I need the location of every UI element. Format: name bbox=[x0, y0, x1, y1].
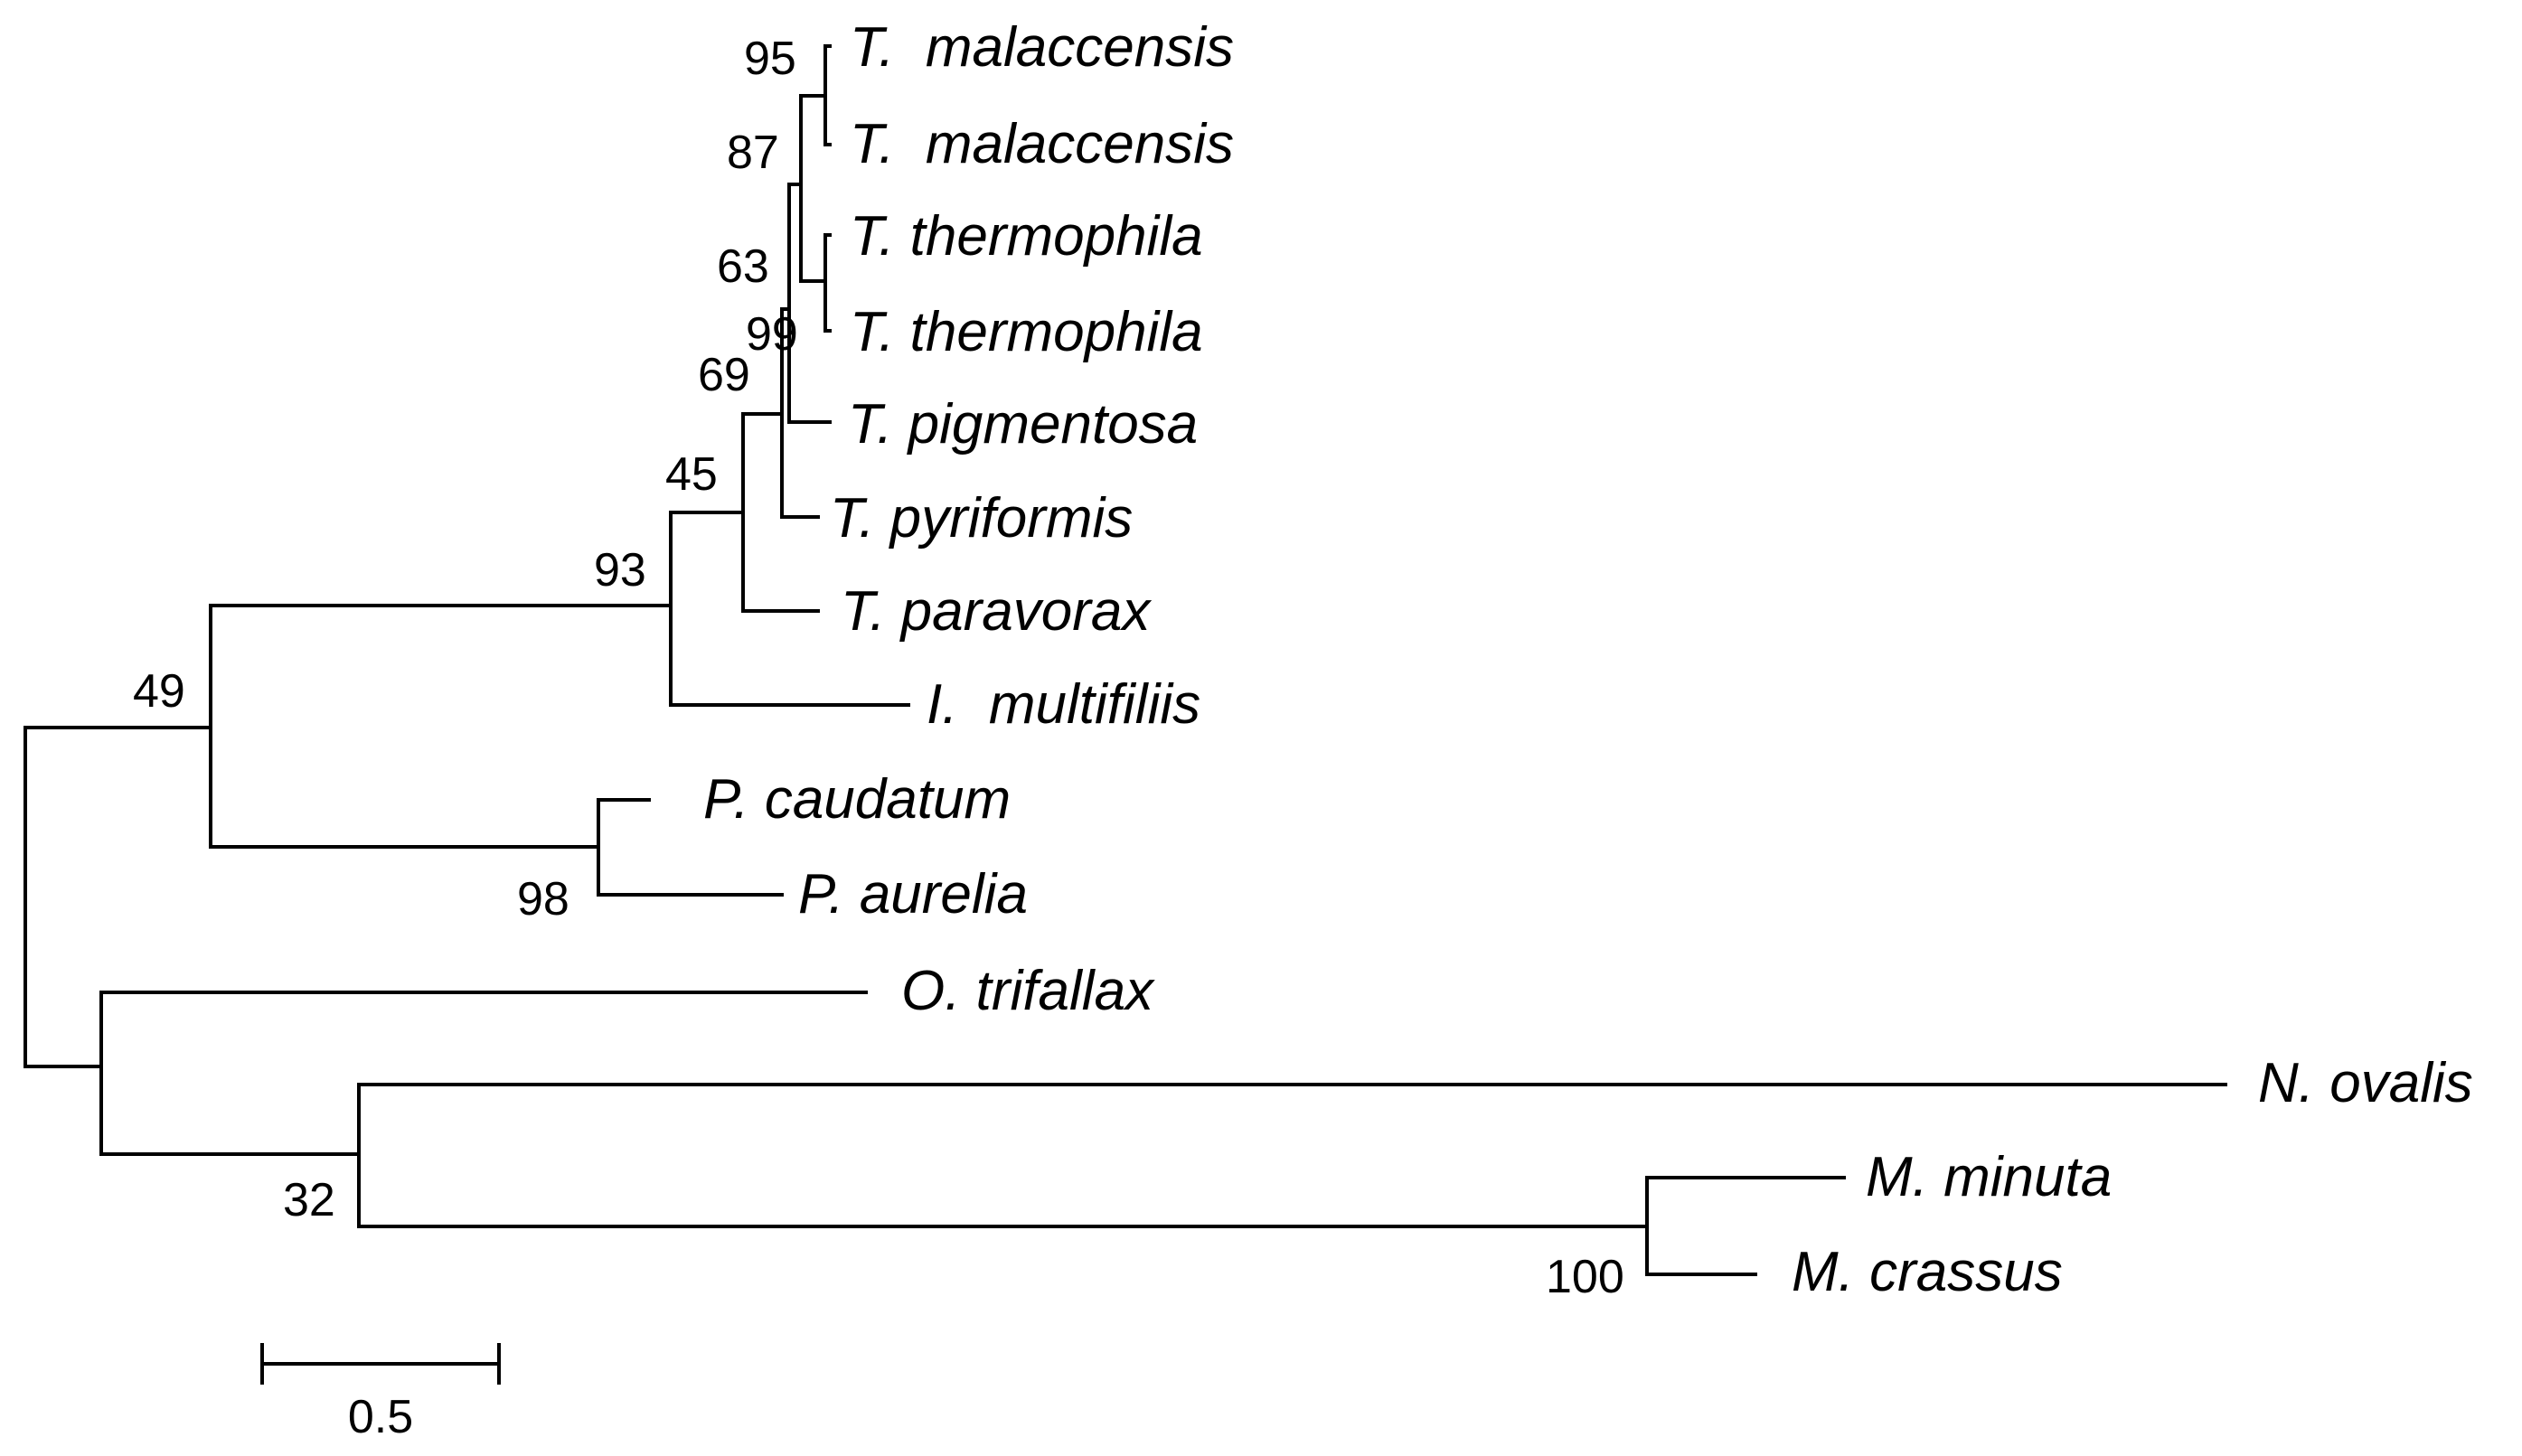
support-value: 95 bbox=[744, 33, 796, 85]
branch-clade-45 bbox=[741, 412, 820, 613]
support-value: 100 bbox=[1546, 1251, 1624, 1303]
branch-clade-99 bbox=[787, 183, 832, 424]
branch-clade-95 bbox=[823, 44, 832, 146]
support-value: 69 bbox=[698, 349, 750, 401]
support-value: 99 bbox=[746, 308, 798, 361]
support-value: 32 bbox=[283, 1174, 335, 1226]
branch-clade-100 bbox=[1645, 1176, 1846, 1276]
support-value: 98 bbox=[517, 873, 569, 925]
branch-clade-63 bbox=[823, 233, 832, 333]
branch-clade-98 bbox=[597, 798, 784, 897]
taxon-label: T. malaccensis bbox=[850, 113, 1234, 175]
branch-clade-87 bbox=[799, 94, 827, 283]
support-value: 45 bbox=[665, 448, 718, 501]
taxon-label: T. thermophila bbox=[850, 301, 1203, 363]
taxon-label: T. thermophila bbox=[850, 205, 1203, 268]
branch-clade-93 bbox=[669, 511, 910, 707]
support-value: 49 bbox=[133, 665, 185, 718]
taxon-label: M. crassus bbox=[1792, 1241, 2063, 1303]
branch-clade-32 bbox=[357, 1083, 2227, 1228]
branch-root bbox=[24, 726, 212, 1068]
scale-bar-label: 0.5 bbox=[348, 1391, 413, 1443]
taxon-label: T. pigmentosa bbox=[848, 393, 1198, 456]
taxon-label: M. minuta bbox=[1866, 1146, 2112, 1208]
taxon-label: P. aurelia bbox=[798, 863, 1028, 925]
support-value: 87 bbox=[727, 127, 779, 179]
support-value: 63 bbox=[717, 240, 769, 293]
taxon-label: N. ovalis bbox=[2258, 1052, 2473, 1114]
taxon-label: O. trifallax bbox=[901, 960, 1155, 1022]
taxon-label: T. paravorax bbox=[841, 580, 1152, 643]
branch-clade-lower bbox=[99, 991, 868, 1156]
scale-bar bbox=[260, 1343, 501, 1385]
taxon-label: T. pyriformis bbox=[830, 487, 1133, 550]
taxon-label: T. malaccensis bbox=[850, 16, 1234, 79]
support-value: 93 bbox=[594, 544, 646, 596]
branch-clade-49 bbox=[209, 604, 673, 849]
taxon-label: I. multifiliis bbox=[927, 673, 1200, 736]
taxon-label: P. caudatum bbox=[703, 768, 1011, 831]
